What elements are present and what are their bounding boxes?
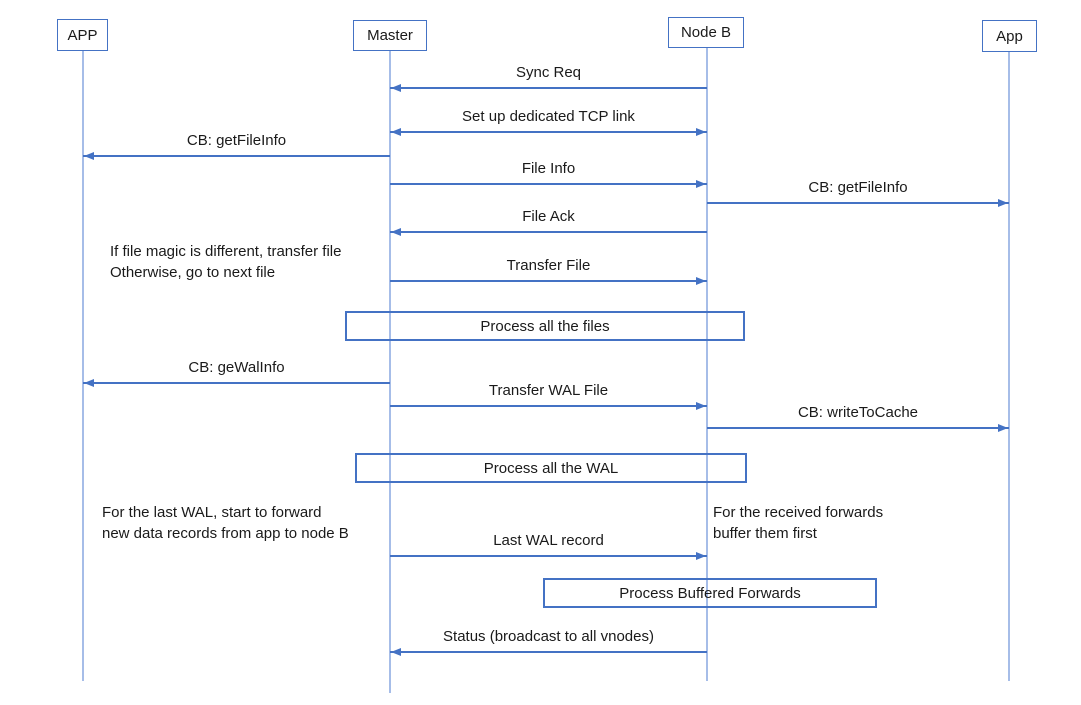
message-label-cb-writetocache: CB: writeToCache xyxy=(797,404,919,421)
actor-box-master: Master xyxy=(353,20,427,51)
message-line-cb-getfileinfo xyxy=(83,155,390,157)
actor-label: Node B xyxy=(680,24,732,41)
lifeline-master xyxy=(389,51,391,693)
message-line-transfer-wal-file xyxy=(390,405,707,407)
arrowhead-right-icon xyxy=(696,551,706,560)
arrowhead-right-icon xyxy=(696,401,706,410)
annotation-note: For the received forwards buffer them fi… xyxy=(713,504,884,542)
actor-box-node-b: Node B xyxy=(668,17,744,48)
arrowhead-right-icon xyxy=(998,423,1008,432)
arrowhead-left-icon xyxy=(84,151,94,160)
message-label-status-broadcast-to-all-vnodes: Status (broadcast to all vnodes) xyxy=(443,628,654,645)
arrowhead-left-icon xyxy=(391,127,401,136)
arrowhead-right-icon xyxy=(696,276,706,285)
message-line-cb-writetocache xyxy=(707,427,1009,429)
message-line-cb-gewalinfo xyxy=(83,382,390,384)
process-box-process-all-the-files: Process all the files xyxy=(345,311,745,341)
arrowhead-right-icon xyxy=(998,198,1008,207)
arrowhead-left-icon xyxy=(391,647,401,656)
process-box-process-buffered-forwards: Process Buffered Forwards xyxy=(543,578,877,608)
message-label-transfer-file: Transfer File xyxy=(506,257,591,274)
message-label-set-up-dedicated-tcp-link: Set up dedicated TCP link xyxy=(462,108,635,125)
message-label-transfer-wal-file: Transfer WAL File xyxy=(488,382,609,399)
process-box-label: Process all the files xyxy=(480,317,610,335)
message-line-last-wal-record xyxy=(390,555,707,557)
lifeline-app xyxy=(1008,52,1010,681)
actor-label: APP xyxy=(67,26,98,44)
message-label-file-info: File Info xyxy=(521,160,576,177)
message-line-set-up-dedicated-tcp-link xyxy=(390,131,707,133)
process-box-process-all-the-wal: Process all the WAL xyxy=(355,453,747,483)
actor-box-app: APP xyxy=(57,19,108,51)
arrowhead-right-icon xyxy=(696,127,706,136)
arrowhead-left-icon xyxy=(391,227,401,236)
lifeline-app xyxy=(82,51,84,681)
message-line-file-info xyxy=(390,183,707,185)
message-label-cb-getfileinfo: CB: getFileInfo xyxy=(186,132,287,149)
message-label-cb-gewalinfo: CB: geWalInfo xyxy=(188,359,285,376)
process-box-label: Process all the WAL xyxy=(483,459,619,477)
message-line-file-ack xyxy=(390,231,707,233)
actor-label: Master xyxy=(367,27,413,44)
arrowhead-left-icon xyxy=(391,83,401,92)
message-line-transfer-file xyxy=(390,280,707,282)
arrowhead-right-icon xyxy=(696,179,706,188)
actor-label: App xyxy=(996,27,1023,45)
message-line-status-broadcast-to-all-vnodes xyxy=(390,651,707,653)
message-label-file-ack: File Ack xyxy=(522,208,575,225)
message-label-last-wal-record: Last WAL record xyxy=(493,532,604,549)
actor-box-app: App xyxy=(982,20,1037,52)
annotation-note: For the last WAL, start to forward new d… xyxy=(102,504,349,542)
process-box-label: Process Buffered Forwards xyxy=(619,584,801,602)
annotation-note: If file magic is different, transfer fil… xyxy=(110,243,342,281)
message-line-cb-getfileinfo xyxy=(707,202,1009,204)
message-label-sync-req: Sync Req xyxy=(515,64,582,81)
lifeline-node-b xyxy=(706,48,708,681)
message-label-cb-getfileinfo: CB: getFileInfo xyxy=(808,179,908,196)
arrowhead-left-icon xyxy=(84,378,94,387)
message-line-sync-req xyxy=(390,87,707,89)
